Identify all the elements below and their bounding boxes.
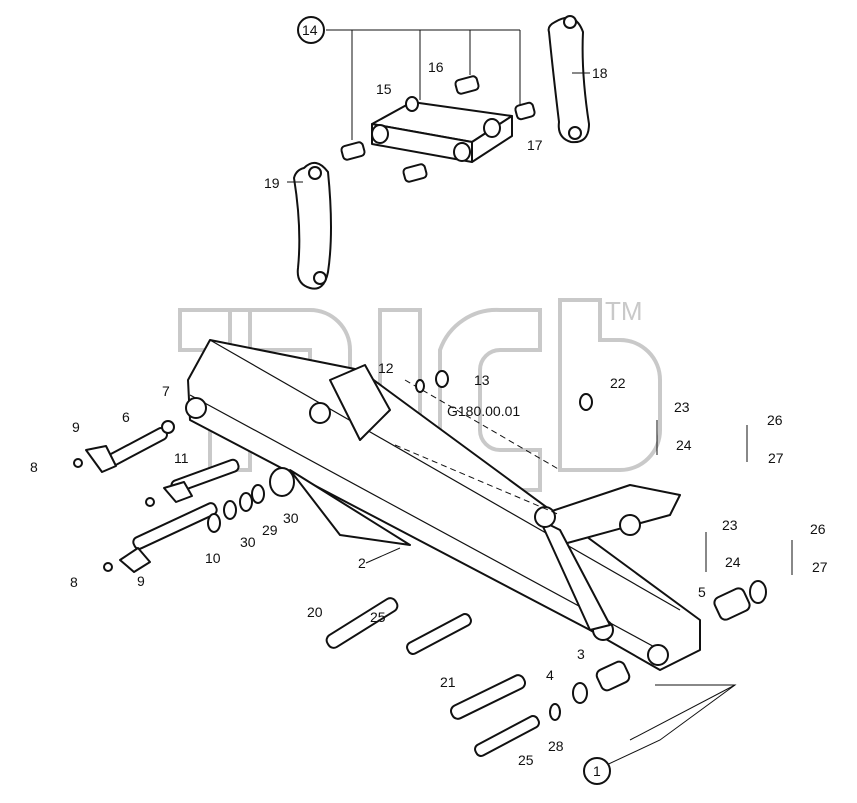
- callout-8-upper: 8: [30, 459, 38, 475]
- callout-24-upper: 24: [676, 437, 692, 453]
- pin-20: [325, 597, 399, 649]
- callout-12: 12: [378, 360, 394, 376]
- callout-18: 18: [592, 65, 608, 81]
- pin-21: [450, 674, 526, 720]
- callout-22: 22: [610, 375, 626, 391]
- callout-7: 7: [162, 383, 170, 399]
- callout-26-lower: 26: [810, 521, 826, 537]
- boom-arm: [185, 339, 701, 671]
- callout-25-lower: 25: [518, 752, 534, 768]
- callout-25-upper: 25: [370, 609, 386, 625]
- callout-8-lower: 8: [70, 574, 78, 590]
- callout-29: 29: [262, 522, 278, 538]
- callout-10: 10: [205, 550, 221, 566]
- leader-lines: [287, 29, 737, 769]
- grease-fittings: [415, 370, 793, 575]
- callout-4: 4: [546, 667, 554, 683]
- link-19: [293, 161, 332, 290]
- pin-6: [85, 427, 168, 473]
- callout-30-right: 30: [283, 510, 299, 526]
- bracket-15: [371, 96, 513, 163]
- pin-10: [119, 502, 218, 573]
- callout-19: 19: [264, 175, 280, 191]
- pin-25-lower: [474, 715, 540, 757]
- callout-labels: 14 16 15 18 17 19 12 13 22 G180.00.01 7 …: [30, 16, 828, 785]
- bushings-16-17: [340, 75, 536, 183]
- callout-2: 2: [358, 555, 366, 571]
- watermark-tm: TM: [605, 296, 643, 326]
- callout-27-lower: 27: [812, 559, 828, 575]
- callout-14: 14: [302, 22, 318, 38]
- small-fasteners-left: [73, 420, 175, 572]
- callout-15: 15: [376, 81, 392, 97]
- callout-16: 16: [428, 59, 444, 75]
- callout-6: 6: [122, 409, 130, 425]
- callout-11: 11: [174, 450, 189, 466]
- callout-9-upper: 9: [72, 419, 80, 435]
- bushing-3-ring-4: [549, 660, 631, 721]
- drawing-code: G180.00.01: [447, 403, 520, 419]
- pin-11: [163, 458, 240, 503]
- callout-23-upper: 23: [674, 399, 690, 415]
- callout-30-left: 30: [240, 534, 256, 550]
- callout-27-upper: 27: [768, 450, 784, 466]
- link-18: [547, 15, 590, 144]
- callout-28: 28: [548, 738, 564, 754]
- pin-25-upper: [406, 613, 472, 655]
- callout-26-upper: 26: [767, 412, 783, 428]
- callout-3: 3: [577, 646, 585, 662]
- callout-20: 20: [307, 604, 323, 620]
- callout-24-lower: 24: [725, 554, 741, 570]
- washers-29-30: [207, 467, 295, 533]
- callout-17: 17: [527, 137, 543, 153]
- callout-23-lower: 23: [722, 517, 738, 533]
- callout-9-lower: 9: [137, 573, 145, 589]
- callout-5: 5: [698, 584, 706, 600]
- bushing-right: [713, 580, 767, 621]
- callout-1: 1: [593, 763, 601, 779]
- callout-13: 13: [474, 372, 490, 388]
- callout-21: 21: [440, 674, 456, 690]
